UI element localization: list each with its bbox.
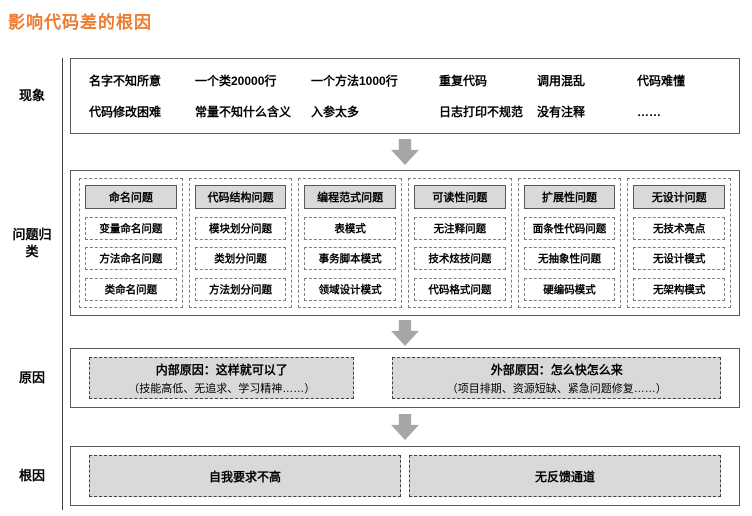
root-cause-feedback: 无反馈通道 <box>409 455 721 497</box>
category-item: 模块划分问题 <box>194 216 287 240</box>
phenomena-grid: 名字不知所意 一个类20000行 一个方法1000行 重复代码 调用混乱 代码难… <box>71 59 739 133</box>
phenomenon-item: 没有注释 <box>537 105 586 119</box>
phenomenon-item: 代码难懂 <box>637 74 686 88</box>
category-item: 类划分问题 <box>194 247 287 271</box>
phenomenon-item: 代码修改困难 <box>89 105 162 119</box>
category-group-extensibility: 扩展性问题 面条性代码问题 无抽象性问题 硬编码模式 <box>517 178 622 308</box>
category-item: 事务脚本模式 <box>304 247 397 271</box>
reasons-row: 内部原因：这样就可以了 （技能高低、无追求、学习精神……） 外部原因：怎么快怎么… <box>71 349 739 407</box>
external-reason-title: 外部原因：怎么快怎么来 <box>490 362 623 377</box>
category-item: 无抽象性问题 <box>523 247 616 271</box>
categories-box: 命名问题 变量命名问题 方法命名问题 类命名问题 代码结构问题 模块划分问题 类… <box>70 170 740 316</box>
phenomenon-item: 一个方法1000行 <box>311 74 398 88</box>
category-item: 变量命名问题 <box>85 216 177 240</box>
category-item: 代码格式问题 <box>414 277 506 301</box>
root-causes-row: 自我要求不高 无反馈通道 <box>71 447 739 505</box>
category-item: 类命名问题 <box>85 277 177 301</box>
rail-label-root: 根因 <box>18 468 45 483</box>
page-title: 影响代码差的根因 <box>8 13 152 32</box>
category-header: 编程范式问题 <box>304 185 397 209</box>
down-arrow-icon <box>391 320 419 346</box>
phenomenon-item: 名字不知所意 <box>89 74 162 88</box>
rail-divider-line <box>62 58 63 510</box>
reasons-box: 内部原因：这样就可以了 （技能高低、无追求、学习精神……） 外部原因：怎么快怎么… <box>70 348 740 408</box>
phenomenon-item: 调用混乱 <box>537 74 586 88</box>
phenomenon-item: 日志打印不规范 <box>439 105 524 119</box>
category-group-no-design: 无设计问题 无技术亮点 无设计模式 无架构模式 <box>627 178 732 308</box>
phenomenon-item: …… <box>637 104 661 119</box>
category-header: 可读性问题 <box>414 185 506 209</box>
external-reason-subtitle: （项目排期、资源短缺、紧急问题修复……） <box>446 382 667 395</box>
down-arrow-icon <box>391 139 419 165</box>
phenomenon-item: 一个类20000行 <box>195 74 277 88</box>
category-header: 代码结构问题 <box>194 185 287 209</box>
phenomenon-item: 入参太多 <box>311 105 360 119</box>
category-item: 领域设计模式 <box>304 277 397 301</box>
phenomenon-item: 重复代码 <box>439 74 488 88</box>
category-item: 表模式 <box>304 216 397 240</box>
root-cause-self: 自我要求不高 <box>89 455 401 497</box>
category-item: 无注释问题 <box>414 216 506 240</box>
rail-label-categories: 问题归类 <box>12 227 52 259</box>
category-group-paradigm: 编程范式问题 表模式 事务脚本模式 领域设计模式 <box>298 178 403 308</box>
category-item: 技术炫技问题 <box>414 247 506 271</box>
external-reason-box: 外部原因：怎么快怎么来 （项目排期、资源短缺、紧急问题修复……） <box>392 357 721 399</box>
category-group-structure: 代码结构问题 模块划分问题 类划分问题 方法划分问题 <box>188 178 293 308</box>
internal-reason-box: 内部原因：这样就可以了 （技能高低、无追求、学习精神……） <box>89 357 355 399</box>
category-header: 无设计问题 <box>633 185 726 209</box>
internal-reason-subtitle: （技能高低、无追求、学习精神……） <box>128 382 316 395</box>
phenomena-box: 名字不知所意 一个类20000行 一个方法1000行 重复代码 调用混乱 代码难… <box>70 58 740 134</box>
categories-row: 命名问题 变量命名问题 方法命名问题 类命名问题 代码结构问题 模块划分问题 类… <box>71 171 739 315</box>
category-header: 扩展性问题 <box>523 185 616 209</box>
category-item: 方法命名问题 <box>85 247 177 271</box>
category-group-readability: 可读性问题 无注释问题 技术炫技问题 代码格式问题 <box>408 178 512 308</box>
rail-label-reasons: 原因 <box>18 370 45 385</box>
category-item: 无技术亮点 <box>633 216 726 240</box>
down-arrow-icon <box>391 414 419 440</box>
internal-reason-title: 内部原因：这样就可以了 <box>155 362 288 377</box>
phenomenon-item: 常量不知什么含义 <box>195 105 292 119</box>
category-header: 命名问题 <box>85 185 177 209</box>
category-item: 方法划分问题 <box>194 277 287 301</box>
category-item: 硬编码模式 <box>523 277 616 301</box>
category-group-naming: 命名问题 变量命名问题 方法命名问题 类命名问题 <box>79 178 183 308</box>
category-item: 无设计模式 <box>633 247 726 271</box>
category-item: 无架构模式 <box>633 277 726 301</box>
category-item: 面条性代码问题 <box>523 216 616 240</box>
rail-label-phenomena: 现象 <box>18 88 45 103</box>
root-causes-box: 自我要求不高 无反馈通道 <box>70 446 740 506</box>
